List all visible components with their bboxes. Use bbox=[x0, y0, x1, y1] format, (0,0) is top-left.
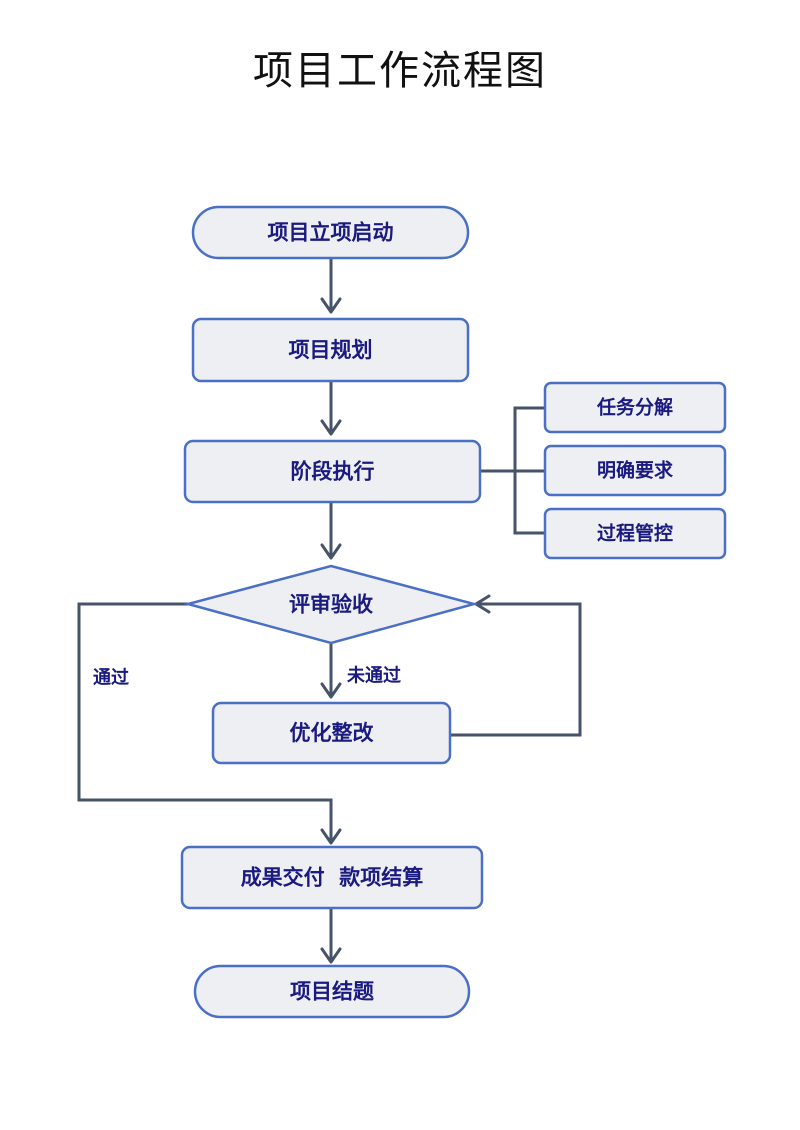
connector-review-to-delivery bbox=[77, 602, 333, 843]
node-review-decision: 评审验收 bbox=[183, 564, 479, 645]
node-start: 项目立项启动 bbox=[191, 205, 470, 260]
node-optimize: 优化整改 bbox=[211, 701, 452, 765]
arrowhead bbox=[320, 828, 342, 845]
arrowhead bbox=[320, 297, 342, 314]
node-delivery: 成果交付 款项结算 bbox=[180, 845, 484, 910]
arrowhead bbox=[320, 947, 342, 964]
node-delivery-label: 成果交付 款项结算 bbox=[241, 866, 424, 890]
edge-label-pass: 通过 bbox=[93, 667, 129, 689]
node-clear-requirements-label: 明确要求 bbox=[597, 459, 674, 482]
edge-label-fail: 未通过 bbox=[347, 665, 401, 687]
page-title: 项目工作流程图 bbox=[253, 48, 547, 94]
node-optimize-label: 优化整改 bbox=[290, 721, 375, 745]
node-closure-label: 项目结题 bbox=[290, 980, 375, 1004]
node-review-label: 评审验收 bbox=[289, 593, 373, 617]
node-task-breakdown: 任务分解 bbox=[543, 381, 727, 434]
node-execution-label: 阶段执行 bbox=[291, 460, 375, 484]
arrowhead bbox=[320, 419, 342, 436]
arrowhead bbox=[320, 543, 342, 560]
node-process-control-label: 过程管控 bbox=[597, 522, 673, 545]
node-execution: 阶段执行 bbox=[183, 439, 482, 504]
node-planning-label: 项目规划 bbox=[289, 338, 373, 362]
arrowhead bbox=[320, 682, 342, 699]
connector-optimize-to-review bbox=[450, 602, 582, 737]
node-planning: 项目规划 bbox=[191, 317, 470, 383]
node-start-label: 项目立项启动 bbox=[268, 221, 394, 245]
node-process-control: 过程管控 bbox=[543, 507, 727, 560]
node-clear-requirements: 明确要求 bbox=[543, 444, 727, 497]
node-task-breakdown-label: 任务分解 bbox=[596, 396, 673, 419]
subtask-bracket bbox=[513, 406, 545, 535]
node-closure: 项目结题 bbox=[193, 964, 471, 1019]
